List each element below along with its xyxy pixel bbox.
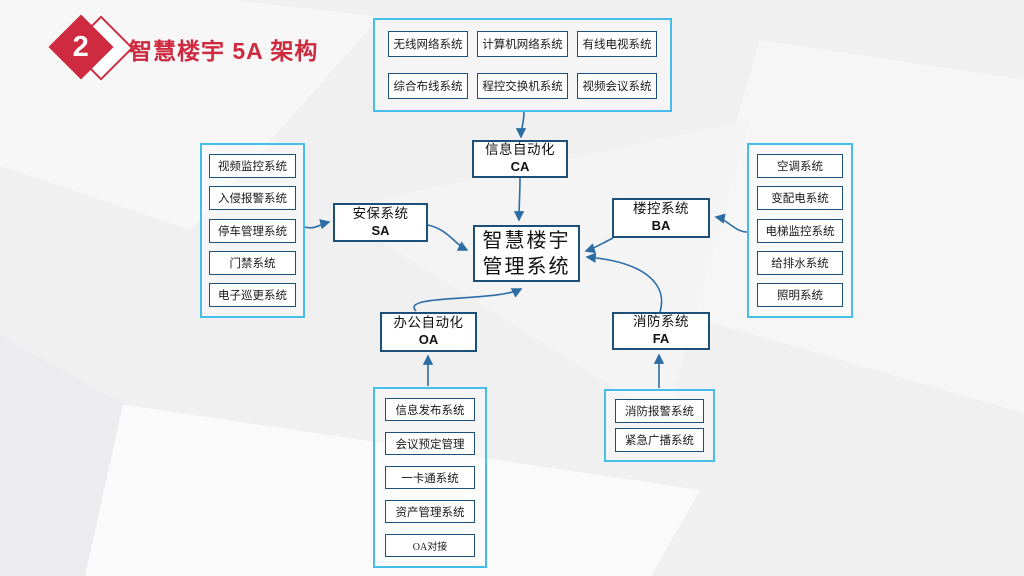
hub-name: 办公自动化 (393, 315, 464, 331)
title-area: 2 智慧楼宇 5A 架构 (0, 0, 420, 100)
group-row: 无线网络系统 计算机网络系统 有线电视系统 (388, 31, 657, 57)
node-access-control: 门禁系统 (209, 250, 296, 275)
hub-sa-security: 安保系统 SA (333, 203, 428, 242)
node-hvac: 空调系统 (757, 154, 843, 178)
center-node-smart-building-management: 智慧楼宇 管理系统 (473, 225, 580, 282)
arrow-oa-to-center (413, 288, 523, 312)
node-intrusion-alarm: 入侵报警系统 (209, 186, 296, 211)
hub-ba-building-automation: 楼控系统 BA (612, 198, 710, 238)
hub-code: BA (651, 218, 671, 234)
arrow-ba-to-center (584, 237, 614, 254)
node-asset-management: 资产管理系统 (385, 500, 475, 523)
node-lighting: 照明系统 (757, 283, 843, 307)
arrow-ca-to-center (513, 177, 525, 222)
node-cable-tv: 有线电视系统 (577, 31, 657, 57)
node-fire-alarm: 消防报警系统 (615, 399, 704, 423)
hub-name: 信息自动化 (485, 142, 555, 158)
node-electronic-patrol: 电子巡更系统 (209, 283, 296, 307)
node-emergency-broadcast: 紧急广播系统 (615, 428, 704, 452)
group-building-systems: 空调系统 变配电系统 电梯监控系统 给排水系统 照明系统 (747, 143, 853, 318)
page-title: 智慧楼宇 5A 架构 (129, 38, 319, 64)
hub-name: 安保系统 (352, 205, 409, 221)
node-computer-network: 计算机网络系统 (477, 31, 568, 57)
center-node-line1: 智慧楼宇 (482, 229, 571, 252)
group-office-systems: 信息发布系统 会议预定管理 一卡通系统 资产管理系统 OA对接 (373, 387, 487, 568)
node-power-distribution: 变配电系统 (757, 186, 843, 211)
node-video-conference: 视频会议系统 (577, 73, 657, 99)
hub-code: CA (510, 159, 530, 175)
node-water-supply-drainage: 给排水系统 (757, 250, 843, 275)
arrow-building-to-ba (714, 213, 748, 233)
node-elevator-monitoring: 电梯监控系统 (757, 218, 843, 243)
node-video-surveillance: 视频监控系统 (209, 154, 296, 178)
node-pbx-switch: 程控交换机系统 (477, 73, 568, 99)
hub-name: 消防系统 (633, 314, 689, 330)
node-wireless-network: 无线网络系统 (388, 31, 468, 57)
node-info-publishing: 信息发布系统 (385, 398, 475, 421)
arrow-information-to-ca (515, 111, 527, 139)
group-row: 综合布线系统 程控交换机系统 视频会议系统 (388, 73, 657, 99)
node-meeting-booking: 会议预定管理 (385, 432, 475, 455)
hub-oa-office-automation: 办公自动化 OA (380, 312, 477, 352)
node-oa-integration: OA对接 (385, 534, 475, 557)
hub-ca-information-automation: 信息自动化 CA (472, 140, 568, 178)
node-parking-management: 停车管理系统 (209, 218, 296, 243)
node-structured-cabling: 综合布线系统 (388, 73, 468, 99)
hub-code: FA (652, 331, 670, 347)
hub-code: SA (371, 222, 390, 238)
arrow-fa-to-center (585, 252, 663, 313)
arrow-security-to-sa (304, 219, 331, 230)
hub-fa-fire-automation: 消防系统 FA (612, 312, 710, 350)
hub-code: OA (418, 332, 439, 348)
group-security-systems: 视频监控系统 入侵报警系统 停车管理系统 门禁系统 电子巡更系统 (200, 143, 305, 318)
group-information-systems: 无线网络系统 计算机网络系统 有线电视系统 综合布线系统 程控交换机系统 视频会… (373, 18, 672, 112)
group-fire-systems: 消防报警系统 紧急广播系统 (604, 389, 715, 462)
hub-name: 楼控系统 (633, 201, 689, 217)
center-node-line2: 管理系统 (482, 255, 571, 278)
arrow-sa-to-center (427, 224, 469, 251)
node-one-card: 一卡通系统 (385, 466, 475, 489)
badge-number: 2 (72, 30, 90, 63)
